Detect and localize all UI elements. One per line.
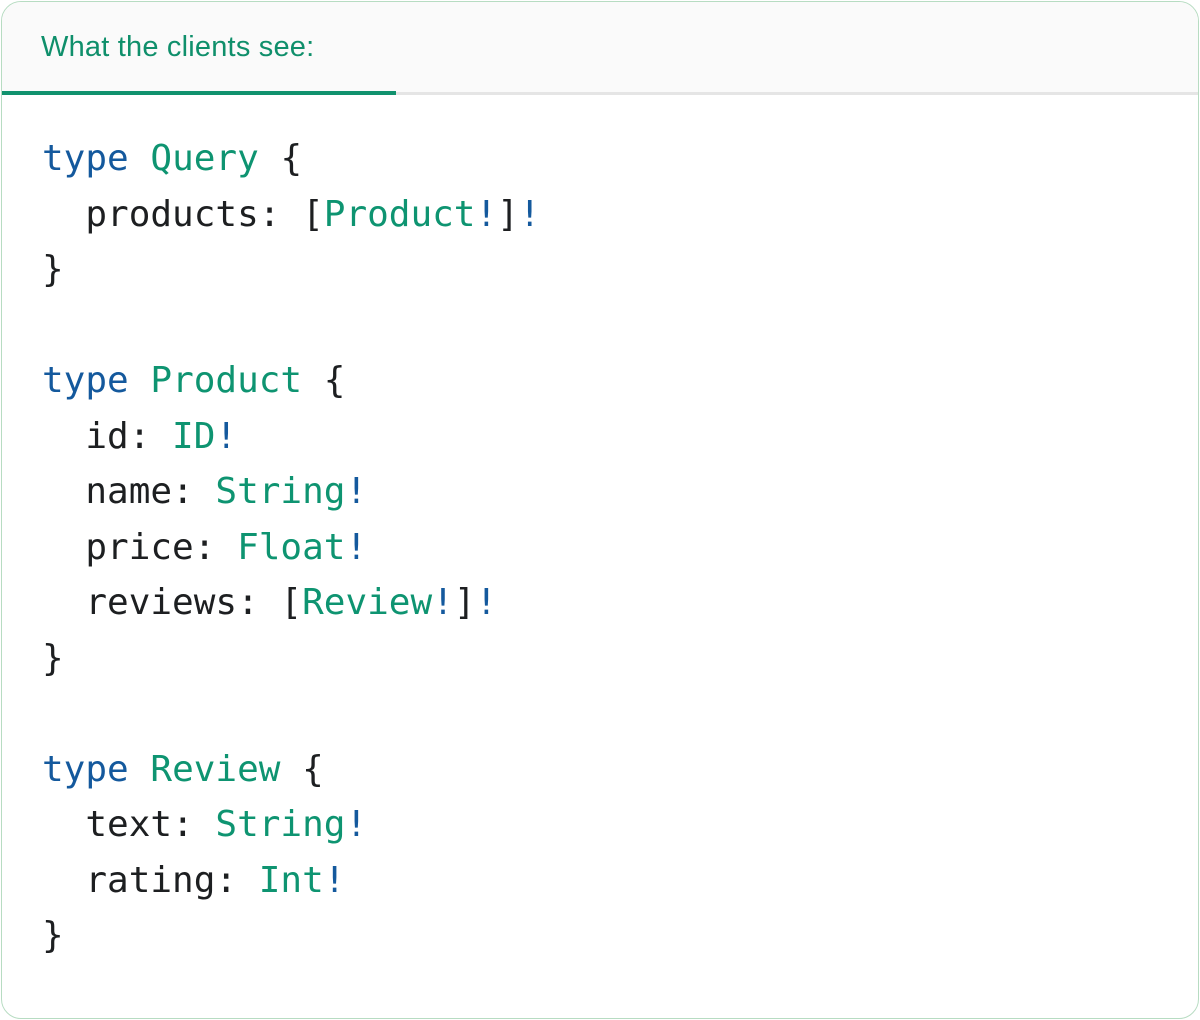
- tab-label: What the clients see:: [41, 30, 315, 63]
- active-tab-underline: [2, 91, 396, 95]
- tab-what-clients-see[interactable]: What the clients see:: [2, 2, 314, 92]
- tab-bar: What the clients see:: [2, 2, 1198, 95]
- code-block: type Query { products: [Product!]! } typ…: [42, 138, 541, 956]
